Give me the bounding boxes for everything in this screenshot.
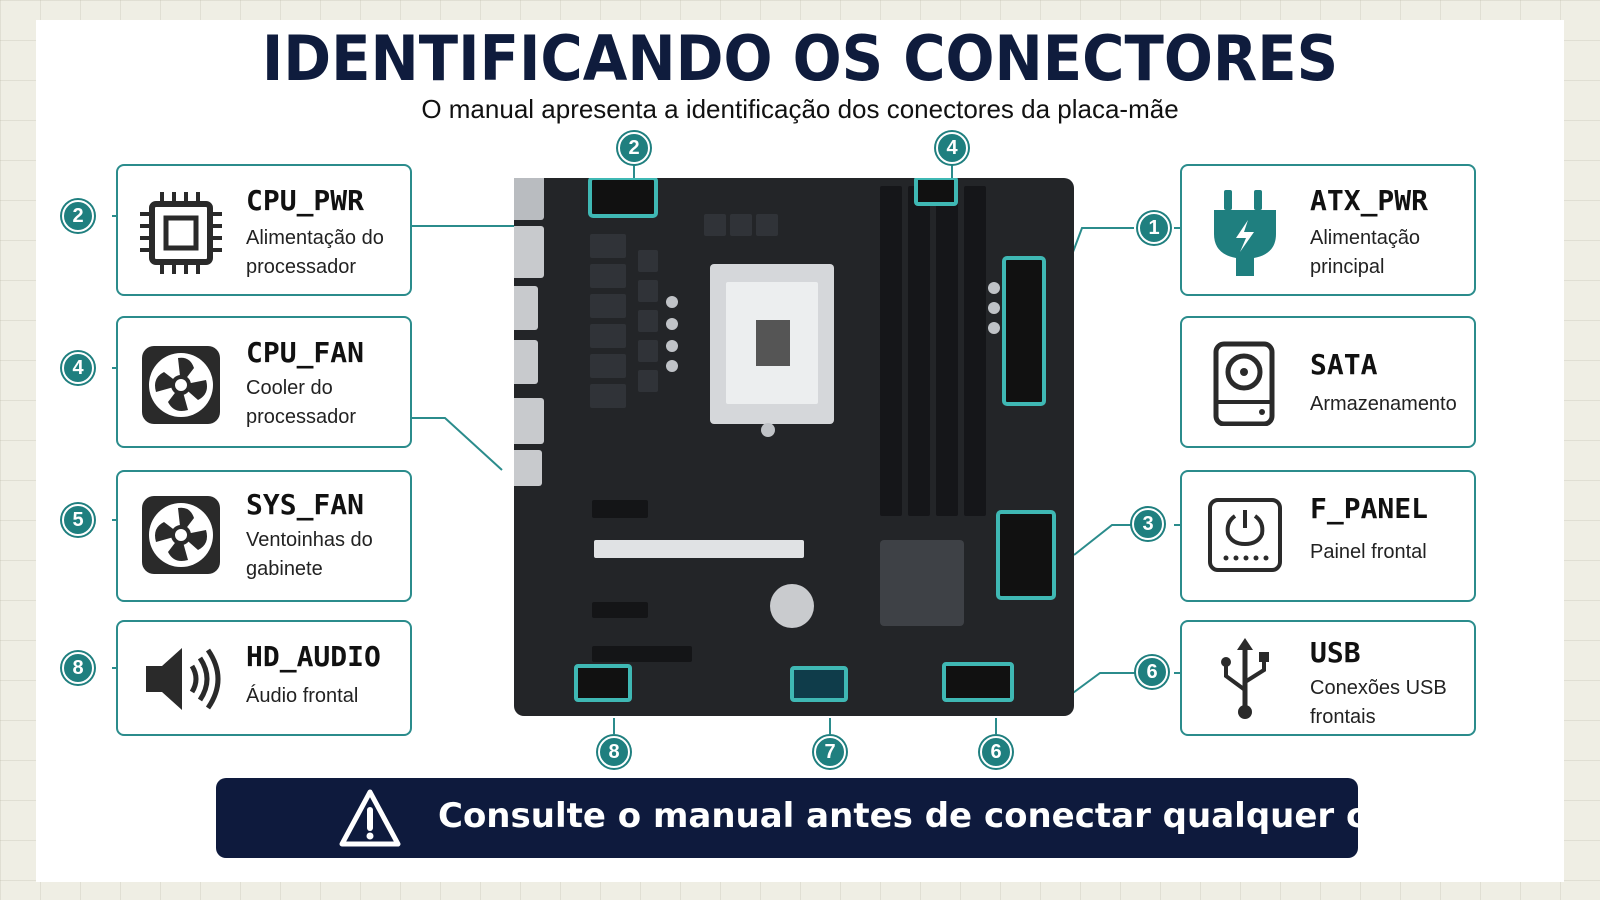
speaker-icon	[146, 648, 221, 710]
board-marker-7: 7	[814, 736, 846, 768]
connector-desc: Painel frontal	[1310, 541, 1427, 563]
warning-triangle-icon	[339, 789, 401, 847]
connector-desc: Cooler do processador	[246, 377, 357, 428]
connector-name: CPU_PWR	[246, 184, 365, 217]
card-number: 3	[1132, 508, 1164, 540]
connector-card-hd-audio: HD_AUDIO Áudio frontal	[116, 620, 412, 736]
connector-name: ATX_PWR	[1310, 184, 1429, 217]
page-subtitle: O manual apresenta a identificação dos c…	[421, 94, 1179, 124]
power-plug-icon	[1214, 190, 1276, 276]
connector-card-cpu-fan: CPU_FAN Cooler do processador	[116, 316, 412, 448]
card-number: 2	[62, 200, 94, 232]
connector-card-usb: USB Conexões USB frontais	[1180, 620, 1476, 736]
connector-desc: Alimentação do processador	[246, 227, 384, 278]
board-marker-4: 4	[936, 132, 968, 164]
connector-card-sata: SATA Armazenamento	[1180, 316, 1476, 448]
power-button-icon	[1208, 498, 1282, 572]
connector-card-f-panel: F_PANEL Painel frontal	[1180, 470, 1476, 602]
connector-card-atx-pwr: ATX_PWR Alimentação principal	[1180, 164, 1476, 296]
card-number: 1	[1138, 212, 1170, 244]
connector-name: USB	[1310, 636, 1361, 669]
fan-icon	[142, 346, 220, 424]
card-number: 4	[62, 352, 94, 384]
card-number: 6	[1136, 656, 1168, 688]
board-marker-6: 6	[980, 736, 1012, 768]
card-number: 5	[62, 504, 94, 536]
connector-desc: Áudio frontal	[246, 685, 359, 707]
warning-text: Consulte o manual antes de conectar qual…	[438, 796, 1450, 836]
connector-card-sys-fan: SYS_FAN Ventoinhas do gabinete	[116, 470, 412, 602]
connector-name: SYS_FAN	[246, 488, 365, 521]
connector-name: HD_AUDIO	[246, 640, 381, 673]
connector-desc: Ventoinhas do gabinete	[246, 529, 373, 580]
connector-card-cpu-pwr: CPU_PWR Alimentação do processador	[116, 164, 412, 296]
page-title: IDENTIFICANDO OS CONECTORES	[261, 22, 1339, 95]
connector-name: F_PANEL	[1310, 492, 1429, 525]
cpu-icon	[140, 192, 222, 274]
card-number: 8	[62, 652, 94, 684]
board-marker-8: 8	[598, 736, 630, 768]
fan-icon	[142, 496, 220, 574]
board-marker-2: 2	[618, 132, 650, 164]
connector-desc: Conexões USB frontais	[1310, 677, 1447, 728]
usb-icon	[1221, 638, 1269, 719]
connector-desc: Alimentação principal	[1310, 227, 1421, 278]
connector-name: SATA	[1310, 348, 1378, 381]
connector-name: CPU_FAN	[246, 336, 365, 369]
hard-drive-icon	[1213, 341, 1275, 426]
connector-desc: Armazenamento	[1310, 393, 1457, 415]
motherboard-illustration	[494, 170, 1074, 716]
warning-banner: Consulte o manual antes de conectar qual…	[216, 778, 1450, 858]
